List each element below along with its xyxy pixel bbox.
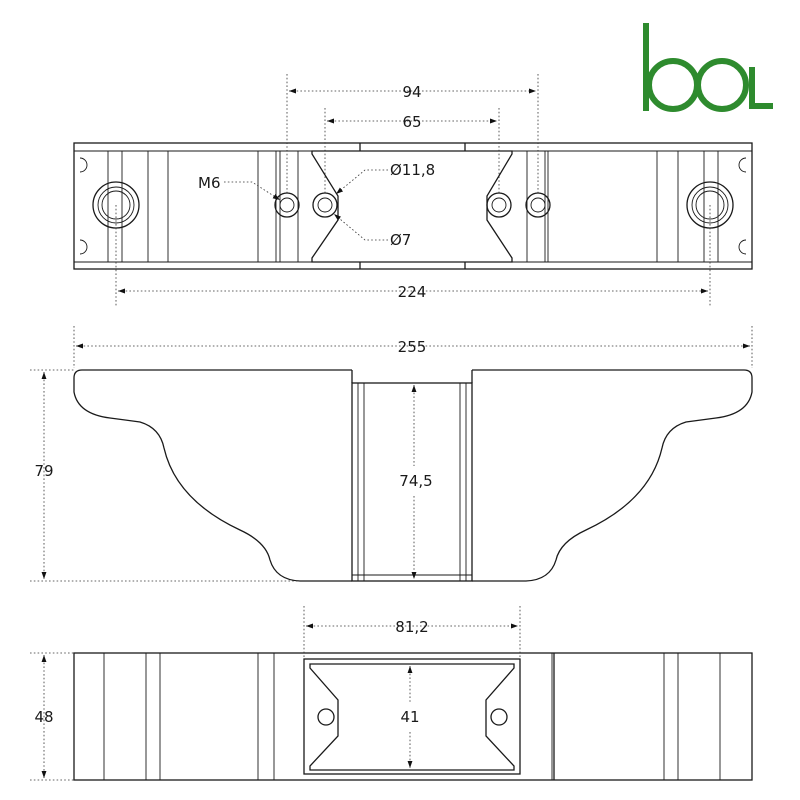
dim-41-label: 41: [400, 708, 419, 726]
front-view-right-wing: [472, 369, 753, 582]
bal-logo: [643, 23, 773, 112]
thread-hole-right: [525, 192, 551, 218]
dim-255-label: 255: [398, 338, 427, 356]
dim-65-label: 65: [402, 113, 421, 131]
m6-label: M6: [198, 174, 221, 192]
bore-hole-left: [312, 192, 338, 218]
thread-hole-left: [274, 192, 300, 218]
dim-48-label: 48: [34, 708, 53, 726]
top-view-outline: [73, 142, 753, 270]
top-view: 94 65 224 M6 Ø11,8 Ø7: [73, 74, 753, 306]
bottom-view: 81,2 48 41: [30, 606, 753, 781]
bore-11-8-label: Ø11,8: [390, 161, 435, 179]
bottom-view-outline: [73, 652, 753, 781]
dim-94-label: 94: [402, 83, 421, 101]
dim-224-label: 224: [398, 283, 427, 301]
bore-7-label: Ø7: [390, 231, 411, 249]
dim-79-label: 79: [34, 462, 53, 480]
dim-74-5-label: 74,5: [399, 472, 432, 490]
front-view: 255 79 74,5: [30, 326, 753, 582]
front-view-left-wing: [73, 369, 352, 582]
bore-hole-right: [486, 192, 512, 218]
dim-81-2-label: 81,2: [395, 618, 428, 636]
bottom-view-window: [303, 658, 521, 775]
